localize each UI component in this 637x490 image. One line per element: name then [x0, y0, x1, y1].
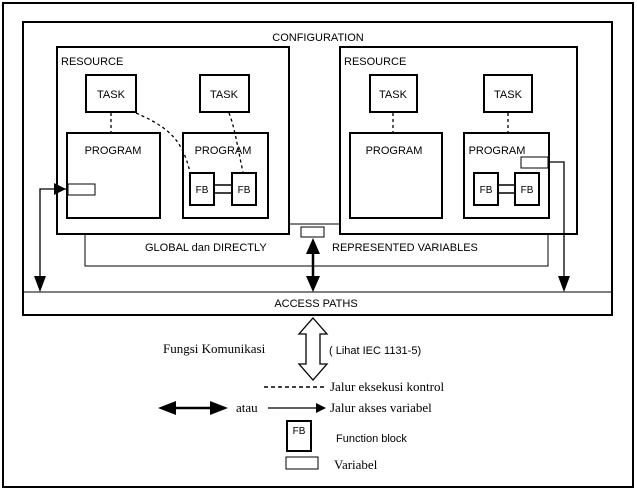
bidirectional-arrow-legend — [158, 401, 228, 415]
control-path — [135, 112, 191, 173]
fb-box — [514, 172, 540, 206]
variable-access-arrows — [34, 161, 570, 292]
atau-label: atau — [236, 400, 258, 415]
variable-legend-icon — [285, 456, 319, 470]
fb-legend-icon — [286, 420, 312, 452]
control-path — [228, 112, 244, 173]
fb-label: FB — [196, 185, 209, 196]
fb-label: FB — [521, 185, 534, 196]
access-arrow — [548, 161, 565, 290]
global-vars-label-right: REPRESENTED VARIABLES — [332, 242, 478, 254]
arrow-head — [54, 183, 66, 195]
arrow-head — [306, 276, 320, 292]
access-paths-label: ACCESS PATHS — [274, 298, 357, 310]
variable-legend-label: Variabel — [334, 457, 378, 472]
variable-box — [520, 156, 549, 169]
program-box — [66, 132, 161, 219]
variable-path-legend-label: Jalur akses variabel — [330, 400, 432, 415]
task-label: TASK — [210, 89, 239, 101]
global-variable-box — [300, 226, 325, 238]
task-box — [199, 74, 250, 113]
program-box — [349, 132, 443, 219]
global-vars-label-left: GLOBAL dan DIRECTLY — [145, 242, 267, 254]
task-label: TASK — [97, 89, 126, 101]
communication-arrow — [297, 317, 329, 381]
configuration-title: CONFIGURATION — [272, 32, 364, 44]
configuration-box — [22, 21, 613, 316]
task-box — [369, 74, 418, 113]
fb-legend-icon-text: FB — [293, 426, 306, 437]
resource-title: RESOURCE — [61, 56, 123, 68]
task-label: TASK — [494, 89, 523, 101]
control-path-legend-label: Jalur eksekusi kontrol — [330, 379, 444, 394]
task-box — [483, 74, 533, 113]
fb-box — [473, 172, 499, 206]
program-label: PROGRAM — [366, 145, 423, 157]
arrow-head — [558, 276, 570, 292]
fb-label: FB — [480, 185, 493, 196]
program-label: PROGRAM — [195, 145, 252, 157]
task-label: TASK — [379, 89, 408, 101]
program-label: PROGRAM — [85, 145, 142, 157]
arrow-head — [34, 276, 46, 292]
arrow-head — [306, 238, 320, 254]
comm-function-label: Fungsi Komunikasi — [163, 341, 266, 356]
resource-title: RESOURCE — [344, 56, 406, 68]
resource-right: RESOURCE TASK TASK PROGRAM PROGRAM FB FB — [339, 46, 578, 235]
fb-legend-label: Function block — [336, 433, 407, 445]
variable-box — [67, 183, 96, 196]
fb-box — [189, 172, 215, 206]
fb-label: FB — [238, 185, 251, 196]
resource-left: RESOURCE TASK TASK PROGRAM PROGRAM FB FB — [56, 46, 290, 235]
program-label: PROGRAM — [469, 145, 526, 157]
fb-box — [231, 172, 257, 206]
task-box — [85, 74, 137, 113]
comm-reference-label: ( Lihat IEC 1131-5) — [329, 345, 421, 357]
